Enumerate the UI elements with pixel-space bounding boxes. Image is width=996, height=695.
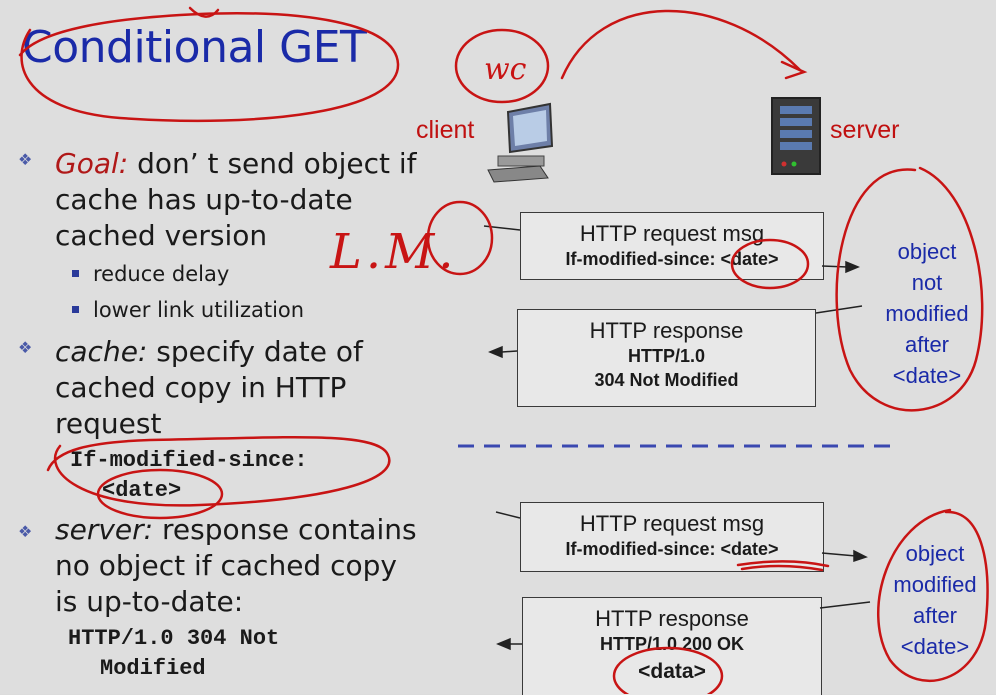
- sub-bullet-text: reduce delay: [93, 262, 230, 286]
- code-modified: Modified: [100, 656, 206, 681]
- request-header-2: If-modified-since: <date>: [565, 539, 779, 559]
- server-label-right: server: [830, 116, 900, 144]
- side-text: <date>: [892, 363, 962, 388]
- bullet-square-icon: [72, 269, 79, 277]
- arrow-icon: [495, 511, 871, 651]
- wc-arrowhead-icon: [780, 60, 808, 80]
- response-line-1a: HTTP/1.0: [627, 346, 706, 366]
- bullet-goal: Goal: don’ t send object if: [55, 146, 417, 182]
- goal-text-1: don’ t send object if: [137, 147, 417, 180]
- arrow-icon: [483, 225, 863, 359]
- bullet-server: server: response contains: [55, 512, 417, 548]
- bullet-square-icon: [72, 305, 79, 313]
- server-text-2: no object if cached copy: [55, 549, 397, 582]
- side-text: <date>: [900, 634, 970, 659]
- side-text: after: [904, 332, 950, 357]
- lm-annotation: L.M.: [330, 224, 458, 280]
- request-box-1: HTTP request msg If-modified-since: <dat…: [520, 212, 824, 280]
- goal-label: Goal:: [55, 147, 129, 180]
- wc-annotation: wc: [484, 52, 527, 87]
- bullet-cache-icon: ❖: [18, 338, 33, 357]
- server-text-1: response contains: [161, 513, 417, 546]
- goal-text-3: cached version: [55, 219, 268, 252]
- sub-bullet-reduce-delay: reduce delay: [72, 256, 229, 292]
- response-line-2a: HTTP/1.0 200 OK: [599, 634, 745, 654]
- wc-arc-icon: [560, 9, 802, 80]
- title-tick-icon: [188, 6, 220, 18]
- server-icon: [771, 97, 821, 175]
- title-circle-icon: [18, 12, 400, 123]
- request-header-1: If-modified-since: <date>: [565, 249, 779, 269]
- side-text: modified: [893, 572, 977, 597]
- side-text: after: [912, 603, 958, 628]
- server-text-3: is up-to-date:: [55, 585, 244, 618]
- response-title-1: HTTP response: [589, 318, 744, 343]
- server-label: server:: [55, 513, 154, 546]
- response-box-1: HTTP response HTTP/1.0 304 Not Modified: [517, 309, 816, 407]
- side-circle-1-icon: [835, 166, 984, 412]
- goal-text-2: cache has up-to-date: [55, 183, 353, 216]
- date-underline-icon: [736, 560, 830, 568]
- response-line-1b: 304 Not Modified: [594, 370, 739, 390]
- side-text: not: [911, 270, 943, 295]
- bullet-goal-icon: ❖: [18, 150, 33, 169]
- side-note-not-modified: object not modified after <date>: [862, 236, 992, 391]
- date-circle-icon: [730, 238, 810, 290]
- request-title-1: HTTP request msg: [579, 221, 765, 246]
- response-box-2: HTTP response HTTP/1.0 200 OK <data>: [522, 597, 822, 695]
- handwritten-annotations: [18, 6, 989, 694]
- sub-bullet-text: lower link utilization: [93, 298, 305, 322]
- date-underline-2-icon: [740, 564, 824, 572]
- computer-icon: [487, 102, 554, 183]
- response-line-2b: <data>: [638, 660, 706, 683]
- cache-label: cache:: [55, 335, 148, 368]
- slide-title: Conditional GET: [22, 22, 367, 73]
- cache-text-2: cached copy in HTTP: [55, 371, 347, 404]
- data-circle-icon: [612, 646, 724, 694]
- response-title-2: HTTP response: [595, 606, 749, 631]
- cache-text-1: specify date of: [156, 335, 363, 368]
- code-http-304: HTTP/1.0 304 Not: [68, 626, 280, 651]
- side-text: object: [897, 239, 957, 264]
- request-title-2: HTTP request msg: [579, 511, 765, 536]
- wc-circle-icon: [454, 28, 550, 104]
- bullet-server-icon: ❖: [18, 522, 33, 541]
- side-text: object: [905, 541, 965, 566]
- cache-text-3: request: [55, 407, 162, 440]
- side-circle-2-icon: [876, 508, 989, 683]
- client-label: client: [416, 116, 475, 144]
- code-circle-inner-icon: [96, 468, 224, 520]
- side-text: modified: [885, 301, 969, 326]
- bullet-cache: cache: specify date of: [55, 334, 363, 370]
- sub-bullet-link-util: lower link utilization: [72, 292, 304, 328]
- code-circle-outer-icon: [46, 435, 391, 507]
- lm-circle-icon: [426, 200, 494, 276]
- code-if-modified-since: If-modified-since:: [70, 448, 308, 473]
- side-note-modified: object modified after <date>: [880, 538, 990, 662]
